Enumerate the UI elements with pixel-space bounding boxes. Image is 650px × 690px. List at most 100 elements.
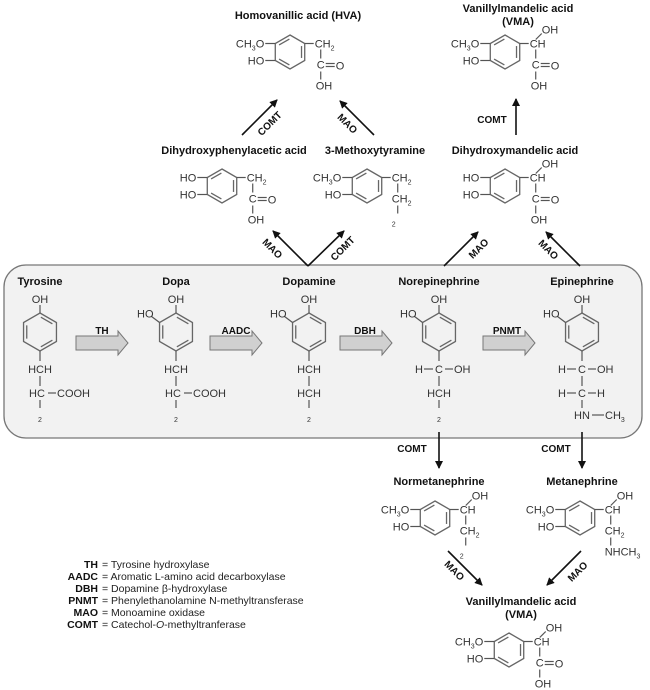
double-bond	[497, 656, 509, 664]
title-norepinephrine: Norepinephrine	[398, 276, 479, 288]
legend-item-pnmt: PNMT = Phenylethanolamine N-methyltransf…	[68, 595, 304, 607]
legend-item-comt: COMT = Catechol-O-methyltranferase	[67, 619, 246, 631]
double-bond	[309, 339, 322, 348]
substituent-hydroxyl: HO	[270, 309, 287, 321]
substituent-hydroxyl: HO	[463, 190, 480, 202]
substituent-top: CH3O	[451, 39, 480, 53]
double-bond	[568, 524, 580, 532]
substituent-hydroxyl: OH	[301, 294, 318, 306]
chain-ch2: CH2	[392, 173, 412, 187]
chain-amine: 2	[392, 222, 396, 229]
enzyme-label-mao-dopac: MAO	[260, 237, 284, 261]
enzyme-label-comt-ne: COMT	[397, 444, 426, 455]
double-bond	[176, 339, 189, 348]
arrow-dopamine-to-3mt	[307, 230, 345, 267]
double-bond	[582, 316, 595, 325]
svg-text:= Tyrosine hydroxylase: = Tyrosine hydroxylase	[102, 559, 210, 571]
substituent-hydroxyl: HO	[463, 56, 480, 68]
title-dopac: Dihydroxyphenylacetic acid	[161, 145, 307, 157]
structure-dopamine: OH HO HCH HCH 2	[270, 294, 327, 424]
arrow-ne-to-dhma	[443, 231, 479, 267]
benzene-ring	[564, 500, 596, 536]
substituent-top: CH3O	[381, 505, 410, 519]
benzene-ring	[274, 34, 306, 70]
enzyme-label-comt-hva: COMT	[256, 110, 285, 139]
chain-oxygen: O	[336, 61, 345, 73]
chain-hydroxyl: OH	[316, 81, 333, 93]
benzene-ring	[489, 34, 521, 70]
chain-ch2: CH2	[392, 194, 412, 208]
enzyme-label-comt-3mt: COMT	[329, 235, 358, 264]
title-vma-top-abbr: (VMA)	[502, 16, 534, 28]
substituent-hydroxyl: HO	[467, 654, 484, 666]
chain-ch2: CH2	[315, 39, 335, 53]
title-tyrosine: Tyrosine	[17, 276, 62, 288]
benzene-ring	[206, 168, 238, 204]
chain-amine: NHCH3	[605, 547, 641, 561]
svg-text:= Catechol-O-methyltranferase: = Catechol-O-methyltranferase	[102, 619, 246, 631]
double-bond	[278, 58, 290, 66]
chain-hch: HCH	[297, 388, 321, 400]
chain-oxygen: O	[551, 61, 560, 73]
bond	[151, 316, 160, 323]
title-metanephrine: Metanephrine	[546, 476, 618, 488]
chain-ch2: CH2	[605, 526, 625, 540]
svg-text:COMT: COMT	[67, 619, 98, 631]
double-bond	[40, 316, 53, 325]
title-homovanillic-acid: Homovanillic acid (HVA)	[235, 10, 362, 22]
chain-hydroxyl: OH	[531, 81, 548, 93]
chain-hch: HCH	[297, 364, 321, 376]
substituent-hydroxyl: OH	[32, 294, 49, 306]
substituent-hydroxyl: HO	[400, 309, 417, 321]
legend-item-mao: MAO = Monoamine oxidase	[74, 607, 206, 619]
chain-h: H	[597, 388, 605, 400]
chain-hydroxyl: OH	[542, 159, 559, 171]
enzyme-label-dbh: DBH	[354, 326, 376, 337]
substituent-top: HO	[180, 173, 197, 185]
substituent-top: CH3O	[455, 637, 484, 651]
chain-carbon: C	[317, 60, 325, 72]
substituent-hydroxyl: HO	[137, 309, 154, 321]
chain-amine: 2	[307, 417, 311, 424]
double-bond	[423, 504, 435, 512]
bond	[465, 499, 473, 506]
svg-text:TH: TH	[84, 559, 98, 571]
chain-carbon: C	[532, 60, 540, 72]
block-arrow-th: TH	[75, 326, 129, 357]
substituent-hydroxyl: HO	[325, 190, 342, 202]
chain-hydroxyl: OH	[454, 364, 471, 376]
bond	[284, 316, 293, 323]
title-dopa: Dopa	[162, 276, 190, 288]
bond	[557, 316, 566, 323]
chain-carbon: C	[536, 658, 544, 670]
chain-hc: HC	[29, 388, 45, 400]
double-bond	[210, 192, 222, 200]
chain-carboxyl: COOH	[193, 388, 226, 400]
double-bond	[210, 172, 222, 180]
legend-item-dbh: DBH = Dopamine β-hydroxylase	[75, 583, 227, 595]
chain-amine: 2	[437, 417, 441, 424]
chain-hydroxyl: OH	[617, 491, 634, 503]
double-bond	[493, 172, 505, 180]
substituent-hydroxyl: HO	[538, 522, 555, 534]
legend-item-aadc: AADC = Aromatic L-amino acid decarboxyla…	[68, 571, 286, 583]
chain-h: H	[558, 388, 566, 400]
substituent-hydroxyl: HO	[543, 309, 560, 321]
substituent-top: CH3O	[236, 39, 265, 53]
chain-amine: 2	[174, 417, 178, 424]
double-bond	[568, 504, 580, 512]
substituent-hydroxyl: OH	[574, 294, 591, 306]
double-bond	[493, 58, 505, 66]
substituent-hydroxyl: HO	[248, 56, 265, 68]
chain-ch: CH	[530, 39, 546, 51]
arrow-epi-to-dhma	[545, 231, 581, 267]
svg-text:DBH: DBH	[75, 583, 98, 595]
title-epinephrine: Epinephrine	[550, 276, 614, 288]
